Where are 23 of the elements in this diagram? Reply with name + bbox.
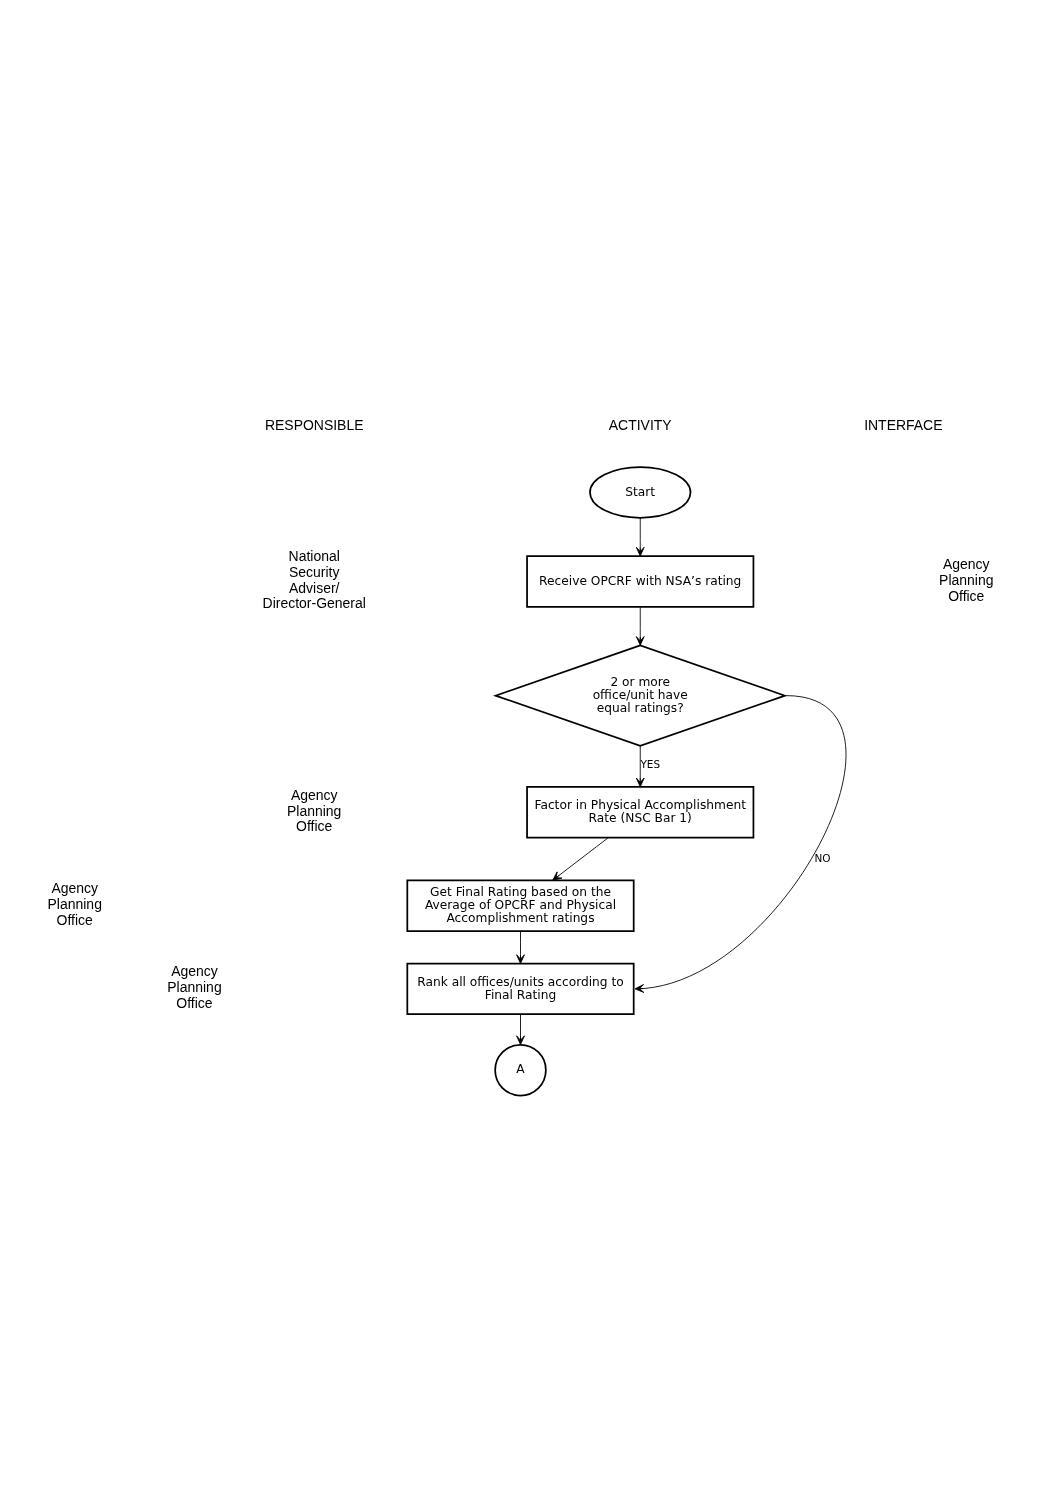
arrow [635, 745, 645, 788]
node-circle: A [494, 1043, 547, 1097]
arrow [516, 1014, 525, 1045]
label: INTERFACE [864, 417, 943, 434]
arrow [516, 930, 525, 964]
arrow [552, 837, 609, 881]
node-diamond: 2 or more office/unit have equal ratings? [492, 644, 788, 747]
edge-label: NO [814, 851, 831, 864]
node-box: Rank all offices/units according to Final Rating [406, 962, 635, 1016]
arrow [635, 606, 645, 646]
label: Agency Planning Office [167, 963, 222, 1011]
label: ACTIVITY [608, 417, 672, 434]
label: Agency Planning Office [287, 786, 342, 835]
node-box: Factor in Physical Accomplishment Rate (NSC Bar 1) [526, 786, 755, 839]
node-box: Get Final Rating based on the Average of OPCRF and Physical Accomplishment ratings [406, 879, 635, 933]
node-ellipse: Start [589, 466, 692, 519]
label: Agency Planning Office [47, 880, 102, 928]
label: Agency Planning Office [939, 556, 994, 604]
arrow [635, 517, 645, 557]
label: RESPONSIBLE [264, 417, 364, 434]
label: National Security Adviser/ Director-General [262, 548, 366, 612]
node-box: Receive OPCRF with NSA’s rating [526, 555, 755, 608]
arrow [634, 695, 846, 993]
